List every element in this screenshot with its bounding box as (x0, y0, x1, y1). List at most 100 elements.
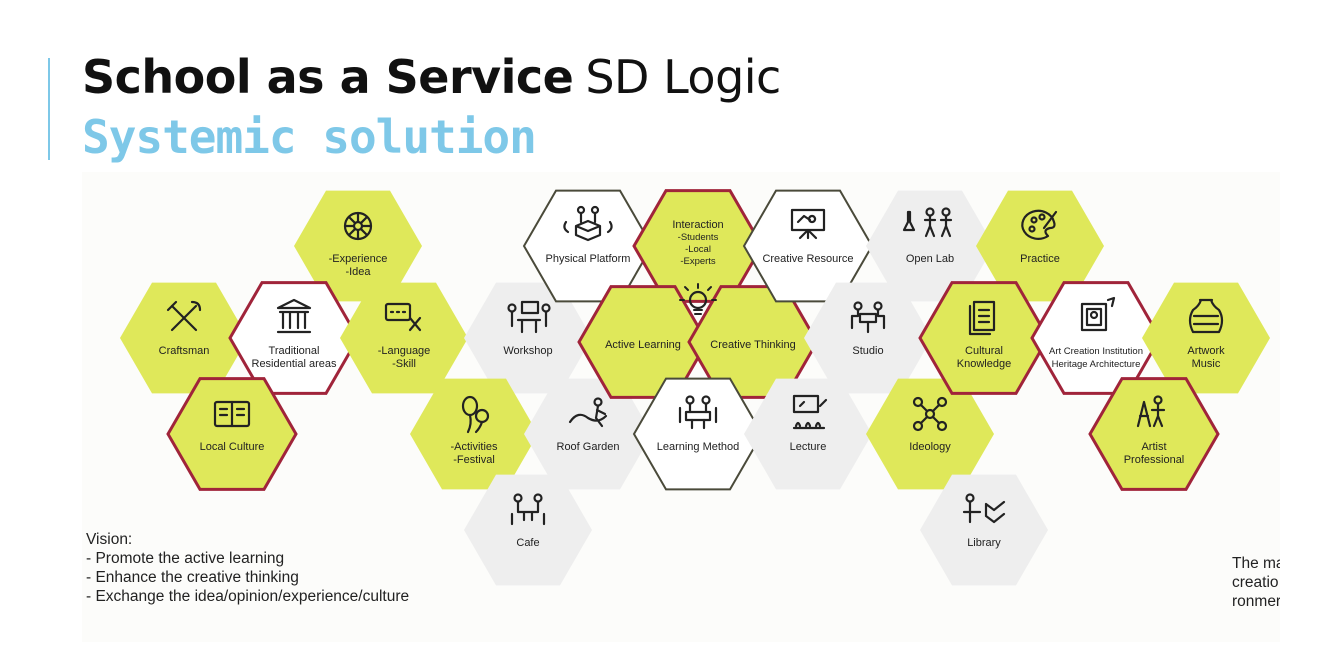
hex-craftsman: Craftsman (120, 282, 248, 394)
vision-item: - Promote the active learning (86, 550, 285, 567)
hex-shape (228, 281, 360, 395)
hex-label: Roof Garden (557, 441, 620, 453)
frame-icon (1080, 296, 1116, 332)
cafe-icon (510, 493, 546, 526)
hex-shape (294, 190, 422, 302)
hex-learning-method: Learning Method (632, 377, 764, 491)
flower-icon (343, 211, 373, 241)
hex-label: Physical Platform (546, 253, 631, 265)
hex-label: Artist (1141, 441, 1166, 453)
title-primary: School as a Service (82, 50, 574, 104)
hex-lecture: Lecture (744, 378, 872, 490)
studio-icon (850, 301, 886, 334)
platform-icon (563, 205, 613, 242)
tools-icon (166, 300, 202, 332)
hex-creative-resource: Creative Resource (742, 189, 874, 303)
hex-shape (920, 474, 1048, 586)
balloons-icon (461, 395, 490, 434)
network-icon (912, 396, 948, 432)
hex-label: Craftsman (159, 345, 210, 357)
lecture-icon (792, 394, 828, 430)
hex-label: -Festival (453, 454, 495, 466)
vision-block: Vision: - Promote the active learning - … (86, 530, 409, 606)
hex-shape (866, 190, 994, 302)
hex-label: Cultural (965, 345, 1003, 357)
hex-label: Practice (1020, 253, 1060, 265)
lightbulb-icon (679, 283, 717, 315)
slide-subtitle: Systemic solution (82, 110, 537, 164)
hex-label: Heritage Architecture (1052, 359, 1141, 370)
vision-item: - Exchange the idea/opinion/experience/c… (86, 588, 410, 605)
hex-shape (1142, 282, 1270, 394)
hex-studio: Studio (804, 282, 932, 394)
hex-label: Lecture (790, 441, 827, 453)
hex-label: Workshop (503, 345, 552, 357)
lab-icon (902, 207, 953, 238)
title-secondary: SD Logic (585, 50, 781, 104)
hex-label: Active Learning (605, 339, 681, 351)
artist-icon (1136, 395, 1166, 428)
hex-label: Cafe (516, 537, 539, 549)
palette-icon (1021, 209, 1058, 240)
hex-label: Ideology (909, 441, 951, 453)
hex-label: Knowledge (957, 358, 1011, 370)
chat-tools-icon (384, 302, 422, 332)
hex-label: Residential areas (252, 358, 337, 370)
vision-item: - Enhance the creative thinking (86, 569, 299, 586)
hex-shape (464, 282, 592, 394)
meeting-icon (678, 395, 718, 430)
hex-local-culture: Local Culture (166, 377, 298, 491)
hex-label: -Language (378, 345, 431, 357)
hex-active-learning: Active Learning (577, 285, 709, 399)
hex-language-skill: -Language-Skill (340, 282, 468, 394)
hex-shape (866, 378, 994, 490)
truncated-caption: The ma creatio ronmer (1232, 554, 1280, 611)
hex-shape (744, 378, 872, 490)
hex-label: Creative Resource (762, 253, 853, 265)
hex-experience-idea: -Experience-Idea (294, 190, 422, 302)
vision-heading: Vision: (86, 531, 133, 548)
book-icon (213, 400, 251, 428)
hex-open-lab: Open Lab (866, 190, 994, 302)
hex-activities-festival: -Activities-Festival (410, 378, 538, 490)
hex-shape (1088, 377, 1220, 491)
hex-shape (340, 282, 468, 394)
presentation-icon (790, 208, 826, 240)
hex-ideology: Ideology (866, 378, 994, 490)
hex-label: Creative Thinking (710, 339, 795, 351)
hex-shape (166, 377, 298, 491)
hex-label: -Experience (329, 253, 388, 265)
library-icon (962, 493, 1006, 524)
hex-label: Open Lab (906, 253, 954, 265)
truncated-caption-line: ronmer (1232, 593, 1280, 610)
hex-shape (804, 282, 932, 394)
workshop-icon (507, 300, 551, 334)
hex-label: Learning Method (657, 441, 740, 453)
hex-label: -Students (678, 232, 719, 243)
hex-library: Library (920, 474, 1048, 586)
hex-label: -Local (685, 244, 711, 255)
hex-label: Library (967, 537, 1001, 549)
hex-shape (120, 282, 248, 394)
hex-shape (632, 377, 764, 491)
hex-label: -Activities (450, 441, 498, 453)
hex-workshop: Workshop (464, 282, 592, 394)
truncated-caption-line: creatio (1232, 574, 1279, 591)
hex-label: Music (1192, 358, 1221, 370)
hex-label: Artwork (1187, 345, 1225, 357)
document-icon (968, 300, 996, 336)
hex-shape (464, 474, 592, 586)
hex-cafe: Cafe (464, 474, 592, 586)
hex-label: Studio (852, 345, 883, 357)
hex-roof-garden: Roof Garden (524, 378, 652, 490)
hex-practice: Practice (976, 190, 1104, 302)
hex-label: Local Culture (200, 441, 265, 453)
vase-icon (1188, 298, 1224, 334)
garden-icon (568, 397, 608, 428)
